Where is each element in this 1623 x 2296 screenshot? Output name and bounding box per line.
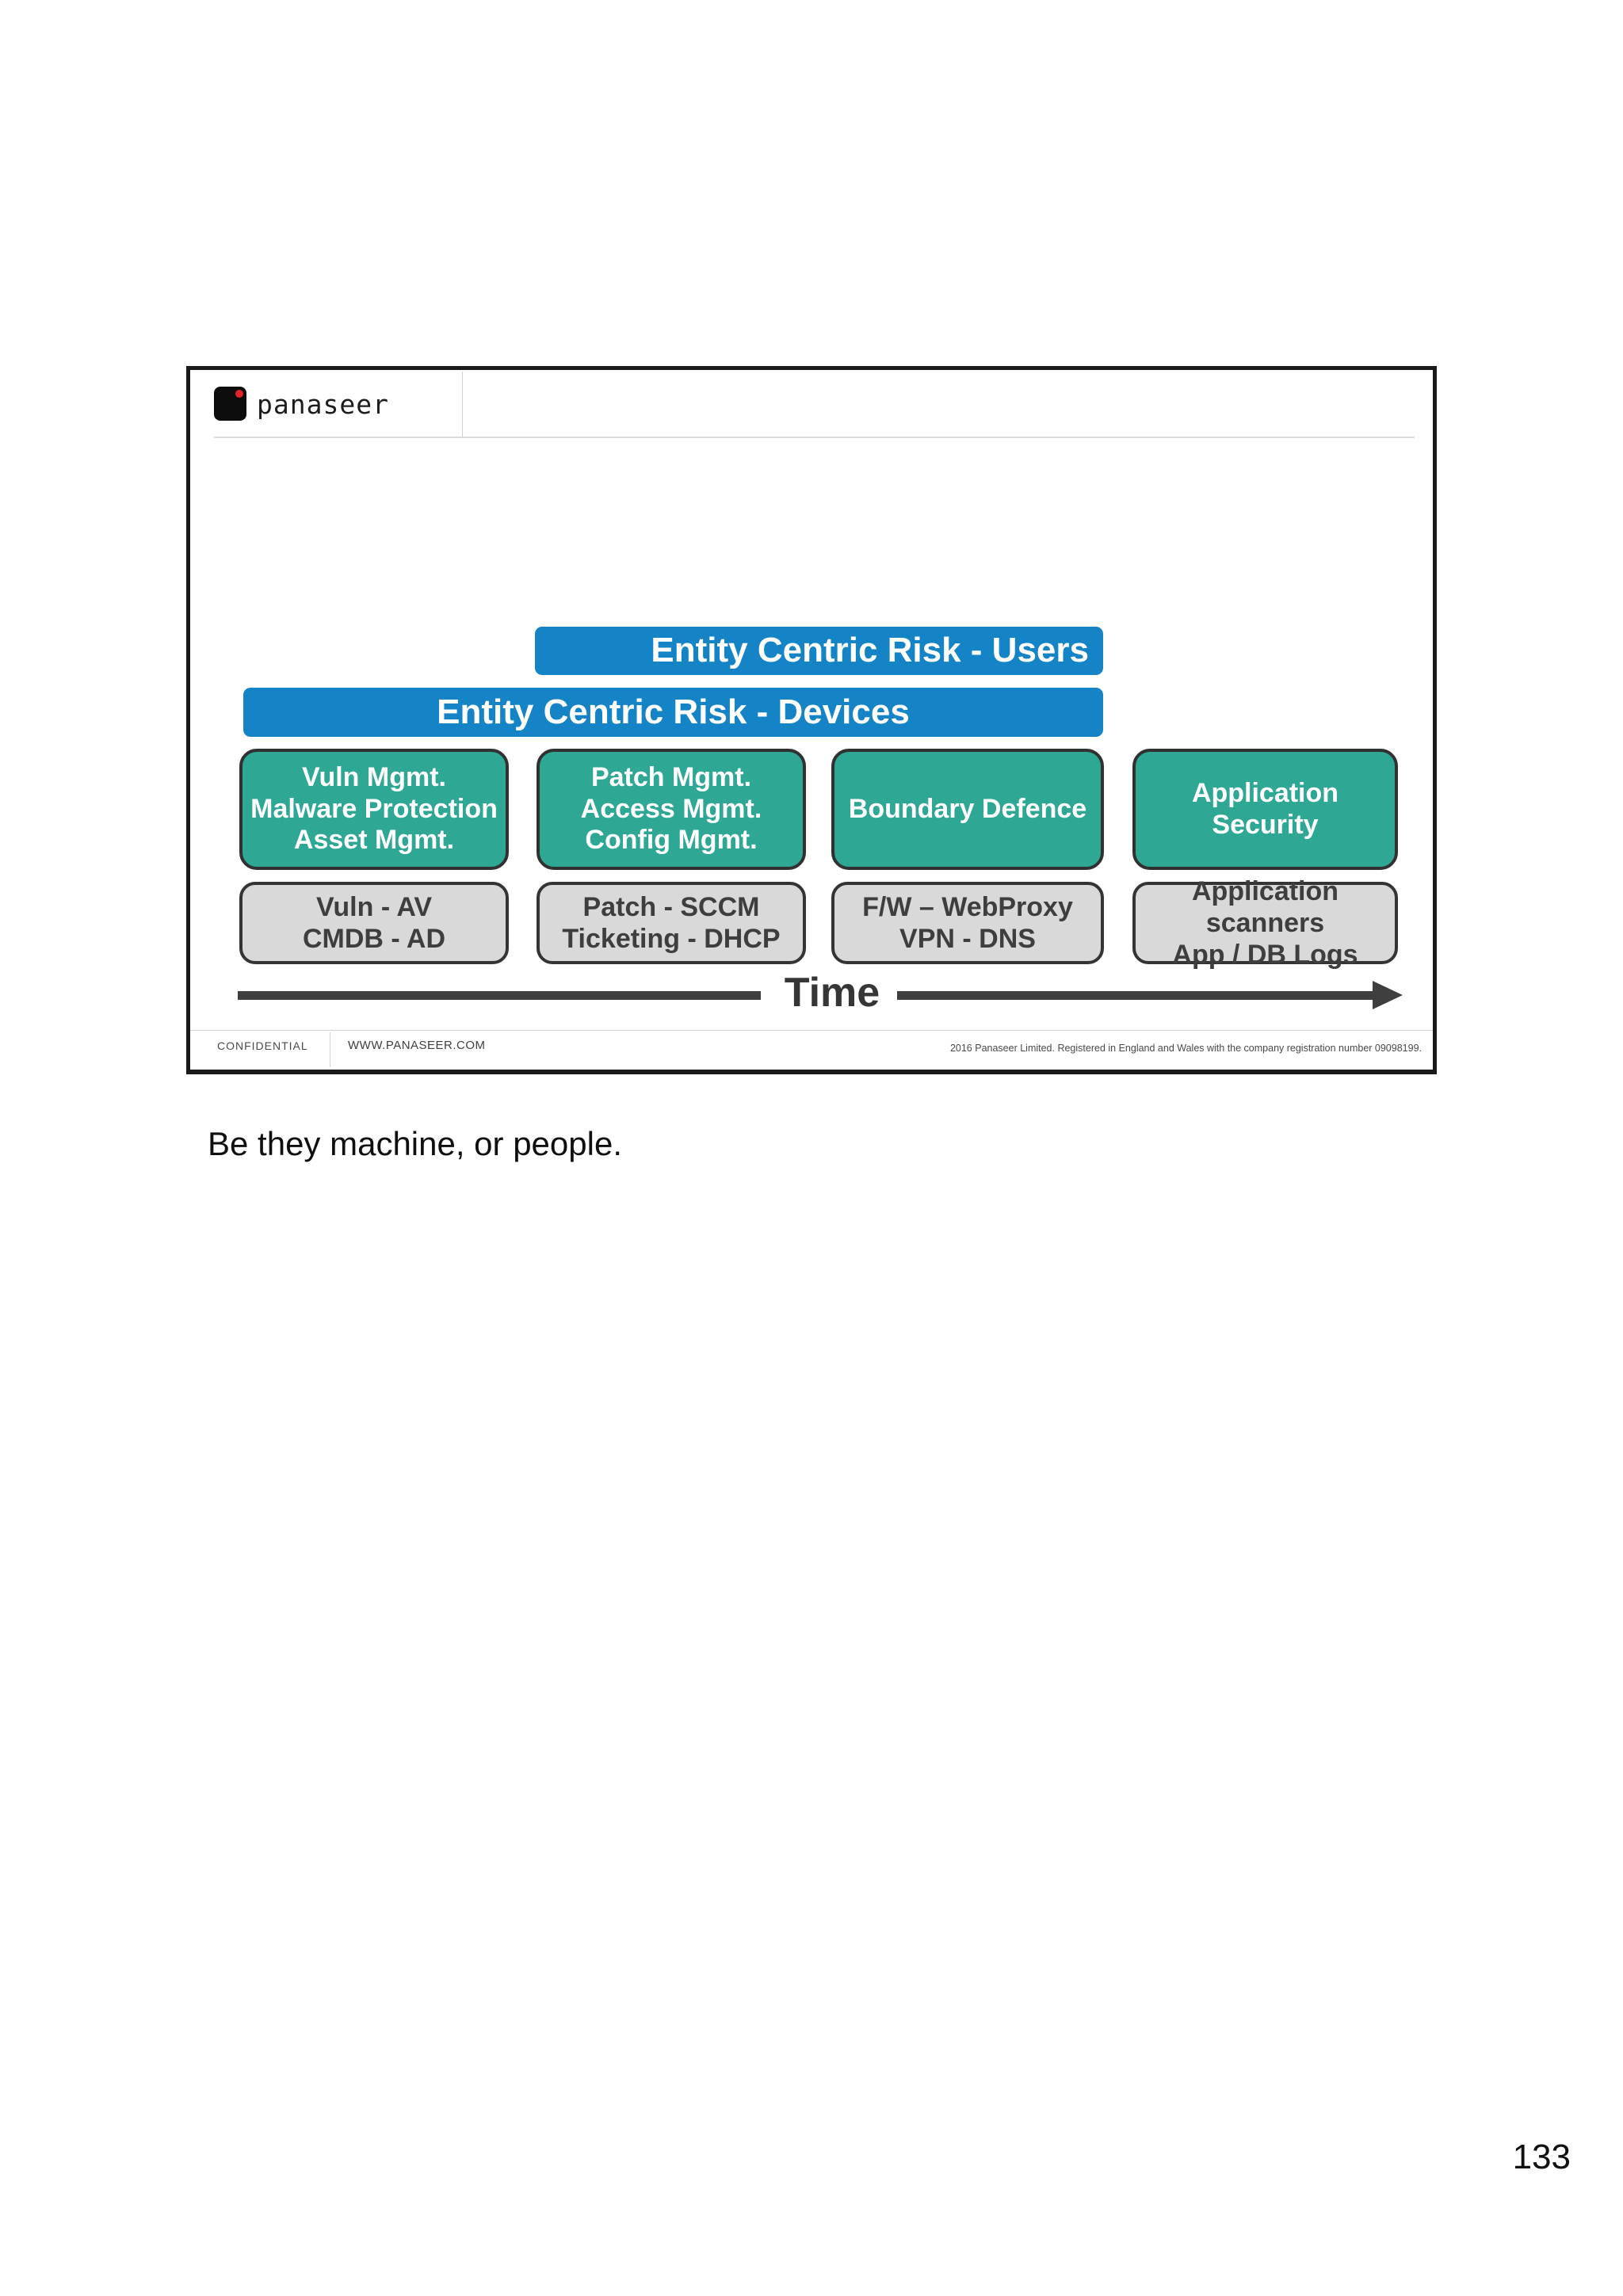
page-caption: Be they machine, or people. bbox=[208, 1125, 622, 1162]
confidential-label: CONFIDENTIAL bbox=[217, 1039, 308, 1052]
capability-box-vuln-mgmt: Vuln Mgmt. Malware Protection Asset Mgmt… bbox=[239, 749, 509, 870]
capability-line: Asset Mgmt. bbox=[293, 825, 455, 856]
source-line: Ticketing - DHCP bbox=[562, 924, 781, 954]
source-line: App / DB Logs bbox=[1172, 940, 1358, 971]
source-box-fw-webproxy: F/W – WebProxy VPN - DNS bbox=[831, 882, 1104, 964]
source-line: Patch - SCCM bbox=[582, 891, 760, 922]
header-divider bbox=[462, 372, 463, 437]
website-label: WWW.PANASEER.COM bbox=[348, 1039, 486, 1052]
panaseer-logo-mark-icon bbox=[214, 387, 246, 421]
capability-line: Config Mgmt. bbox=[585, 825, 758, 856]
capability-line: Vuln Mgmt. bbox=[302, 762, 446, 793]
logo-wordmark: panaseer bbox=[257, 389, 389, 420]
footer-rule bbox=[190, 1030, 1433, 1031]
source-line: CMDB - AD bbox=[302, 924, 446, 954]
source-line: F/W – WebProxy bbox=[862, 891, 1073, 922]
time-arrow-left-line bbox=[238, 991, 761, 1000]
source-box-patch-sccm: Patch - SCCM Ticketing - DHCP bbox=[537, 882, 806, 964]
slide: panaseer Entity Centric Risk - Users Ent… bbox=[186, 366, 1437, 1074]
header-rule bbox=[214, 437, 1415, 438]
capability-line: Application Security bbox=[1191, 778, 1339, 840]
capability-line: Patch Mgmt. bbox=[590, 762, 752, 793]
capability-box-patch-mgmt: Patch Mgmt. Access Mgmt. Config Mgmt. bbox=[537, 749, 806, 870]
source-line: VPN - DNS bbox=[899, 924, 1036, 954]
source-line: Vuln - AV bbox=[315, 891, 433, 922]
legal-text: 2016 Panaseer Limited. Registered in Eng… bbox=[949, 1043, 1422, 1054]
source-box-vuln-av: Vuln - AV CMDB - AD bbox=[239, 882, 509, 964]
source-line: Application scanners bbox=[1191, 875, 1339, 938]
capability-line: Access Mgmt. bbox=[580, 793, 762, 824]
time-arrowhead-icon bbox=[1373, 981, 1403, 1009]
source-box-application-scanners: Application scanners App / DB Logs bbox=[1132, 876, 1398, 970]
capability-line: Boundary Defence bbox=[848, 793, 1087, 824]
logo-red-dot-icon bbox=[235, 390, 243, 398]
banner-entity-centric-risk-users: Entity Centric Risk - Users bbox=[535, 627, 1103, 675]
time-axis-label: Time bbox=[784, 970, 880, 1016]
banner-entity-centric-risk-devices: Entity Centric Risk - Devices bbox=[243, 688, 1103, 737]
capability-box-boundary-defence: Boundary Defence bbox=[831, 749, 1104, 870]
capability-line: Malware Protection bbox=[250, 793, 498, 824]
capability-box-application-security: Application Security bbox=[1132, 749, 1398, 870]
time-arrow-right-line bbox=[897, 991, 1373, 1000]
page-number: 133 bbox=[1512, 2138, 1571, 2176]
